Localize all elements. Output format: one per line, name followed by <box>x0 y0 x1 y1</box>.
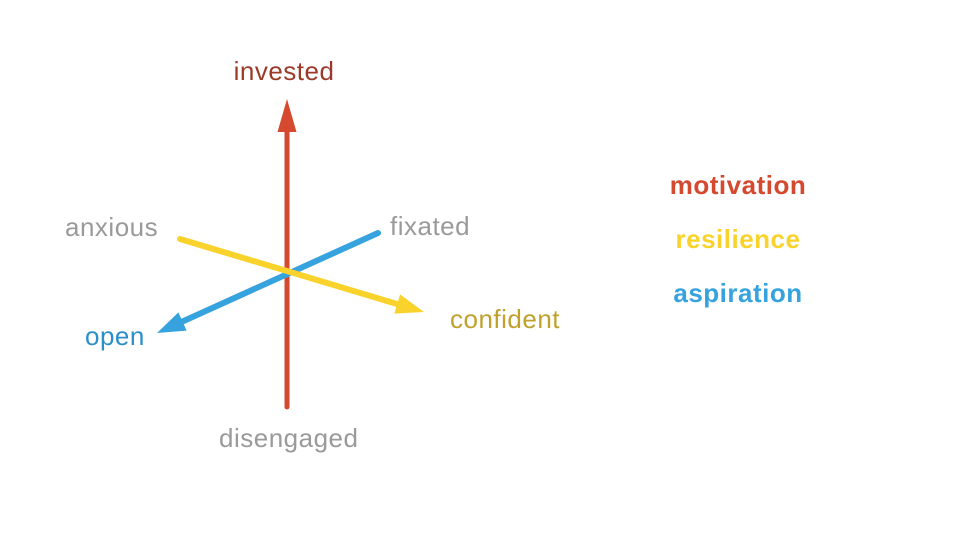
resilience-axis-line <box>177 236 400 307</box>
resilience-axis <box>177 236 424 314</box>
aspiration-axis-line <box>179 230 381 325</box>
legend-item-aspiration: aspiration <box>673 278 803 308</box>
legend-item-motivation: motivation <box>669 170 807 200</box>
legend: motivation resilience aspiration <box>670 170 806 308</box>
aspiration-axis <box>157 230 381 333</box>
open-label: open <box>85 321 145 351</box>
fixated-label: fixated <box>390 211 471 241</box>
motivation-axis-arrowhead <box>277 99 297 132</box>
invested-label: invested <box>233 56 335 86</box>
disengaged-label: disengaged <box>219 423 359 453</box>
resilience-axis-arrowhead <box>394 294 424 314</box>
aspiration-axis-arrowhead <box>157 312 187 333</box>
anxious-label: anxious <box>65 212 159 242</box>
legend-item-resilience: resilience <box>675 224 801 254</box>
motivation-axis <box>277 99 297 410</box>
confident-label: confident <box>450 304 561 334</box>
